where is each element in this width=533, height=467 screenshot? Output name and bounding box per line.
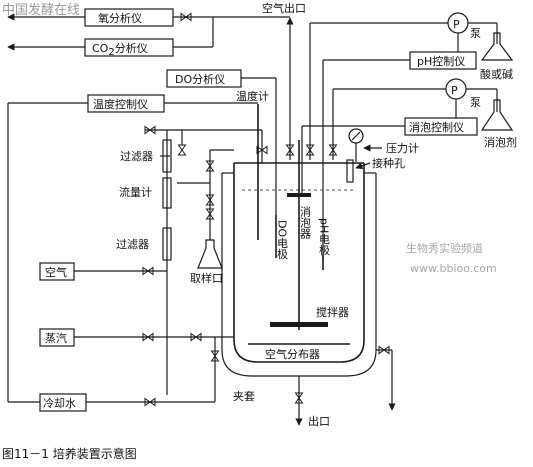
- thermometer-label: 温度计: [236, 89, 269, 103]
- ph-controller: pH控制仪: [409, 51, 477, 70]
- pump-1: P: [447, 12, 469, 34]
- steam-inlet-label: 蒸汽: [45, 331, 67, 345]
- filter-bottom-label: 过滤器: [116, 238, 149, 251]
- acid-base-label: 酸或碱: [480, 67, 513, 81]
- cooling-water-label: 冷却水: [43, 397, 76, 410]
- antifoam-controller: 消泡控制仪: [404, 117, 478, 136]
- watermark-top: 中国发酵在线: [2, 2, 80, 18]
- antifoam-agent-label: 消泡剂: [484, 135, 517, 149]
- co2-analyzer-label: CO2分析仪: [92, 41, 148, 58]
- pump-1-label: 泵: [470, 27, 481, 40]
- oxygen-analyzer: 氧分析仪: [84, 8, 174, 27]
- watermark-site-url: www.bbioo.com: [410, 262, 497, 275]
- cooling-water-box: 冷却水: [39, 393, 87, 412]
- inoculation-port: [346, 159, 354, 183]
- air-inlet-label: 空气: [45, 265, 67, 279]
- antifoam-flask: [480, 99, 514, 131]
- flowmeter-label: 流量计: [119, 185, 152, 199]
- sampling-flask: [197, 239, 223, 269]
- do-analyzer-label: DO分析仪: [175, 72, 225, 86]
- agitator-impeller: [270, 322, 328, 327]
- pump-2: P: [445, 78, 467, 100]
- air-sparger-label: 空气分布器: [265, 347, 320, 361]
- air-outlet-label: 空气出口: [262, 1, 306, 15]
- temperature-controller-label: 温度控制仪: [93, 97, 148, 111]
- pump-2-symbol: P: [451, 84, 458, 97]
- antifoam-impeller: [287, 193, 311, 197]
- outlet-label: 出口: [308, 414, 330, 428]
- filter-bottom: [162, 227, 172, 261]
- inoculation-arrow: [355, 162, 371, 170]
- ph-electrode-label: pH电极: [318, 218, 331, 256]
- ph-controller-label: pH控制仪: [417, 54, 465, 68]
- pressure-gauge-label: 压力计: [386, 142, 419, 155]
- pressure-gauge: [348, 128, 364, 162]
- acid-base-flask: [480, 32, 514, 61]
- do-electrode-label: DO电极: [276, 220, 289, 260]
- steam-inlet-box: 蒸汽: [39, 328, 75, 347]
- agitator-label: 搅拌器: [316, 305, 349, 319]
- jacket-label: 夹套: [233, 390, 255, 403]
- antifoam-controller-label: 消泡控制仪: [409, 120, 464, 134]
- pump-1-symbol: P: [453, 18, 460, 31]
- figure-caption: 图11－1 培养装置示意图: [2, 446, 137, 461]
- filter-top-label: 过滤器: [120, 150, 153, 163]
- flowmeter: [162, 177, 172, 209]
- sampling-port-label: 取样口: [190, 271, 223, 285]
- antifoam-device-label: 消泡器: [299, 205, 312, 240]
- watermark-site-name: 生物秀实验频道: [406, 241, 483, 255]
- co2-analyzer: CO2分析仪: [84, 38, 174, 58]
- oxygen-analyzer-label: 氧分析仪: [98, 11, 142, 25]
- do-analyzer: DO分析仪: [166, 69, 242, 88]
- bypass-valve: [178, 144, 186, 156]
- pump-2-label: 泵: [470, 96, 481, 109]
- air-inlet-box: 空气: [39, 262, 75, 281]
- inoculation-port-label: 接种孔: [372, 156, 405, 170]
- temperature-controller: 温度控制仪: [87, 94, 165, 113]
